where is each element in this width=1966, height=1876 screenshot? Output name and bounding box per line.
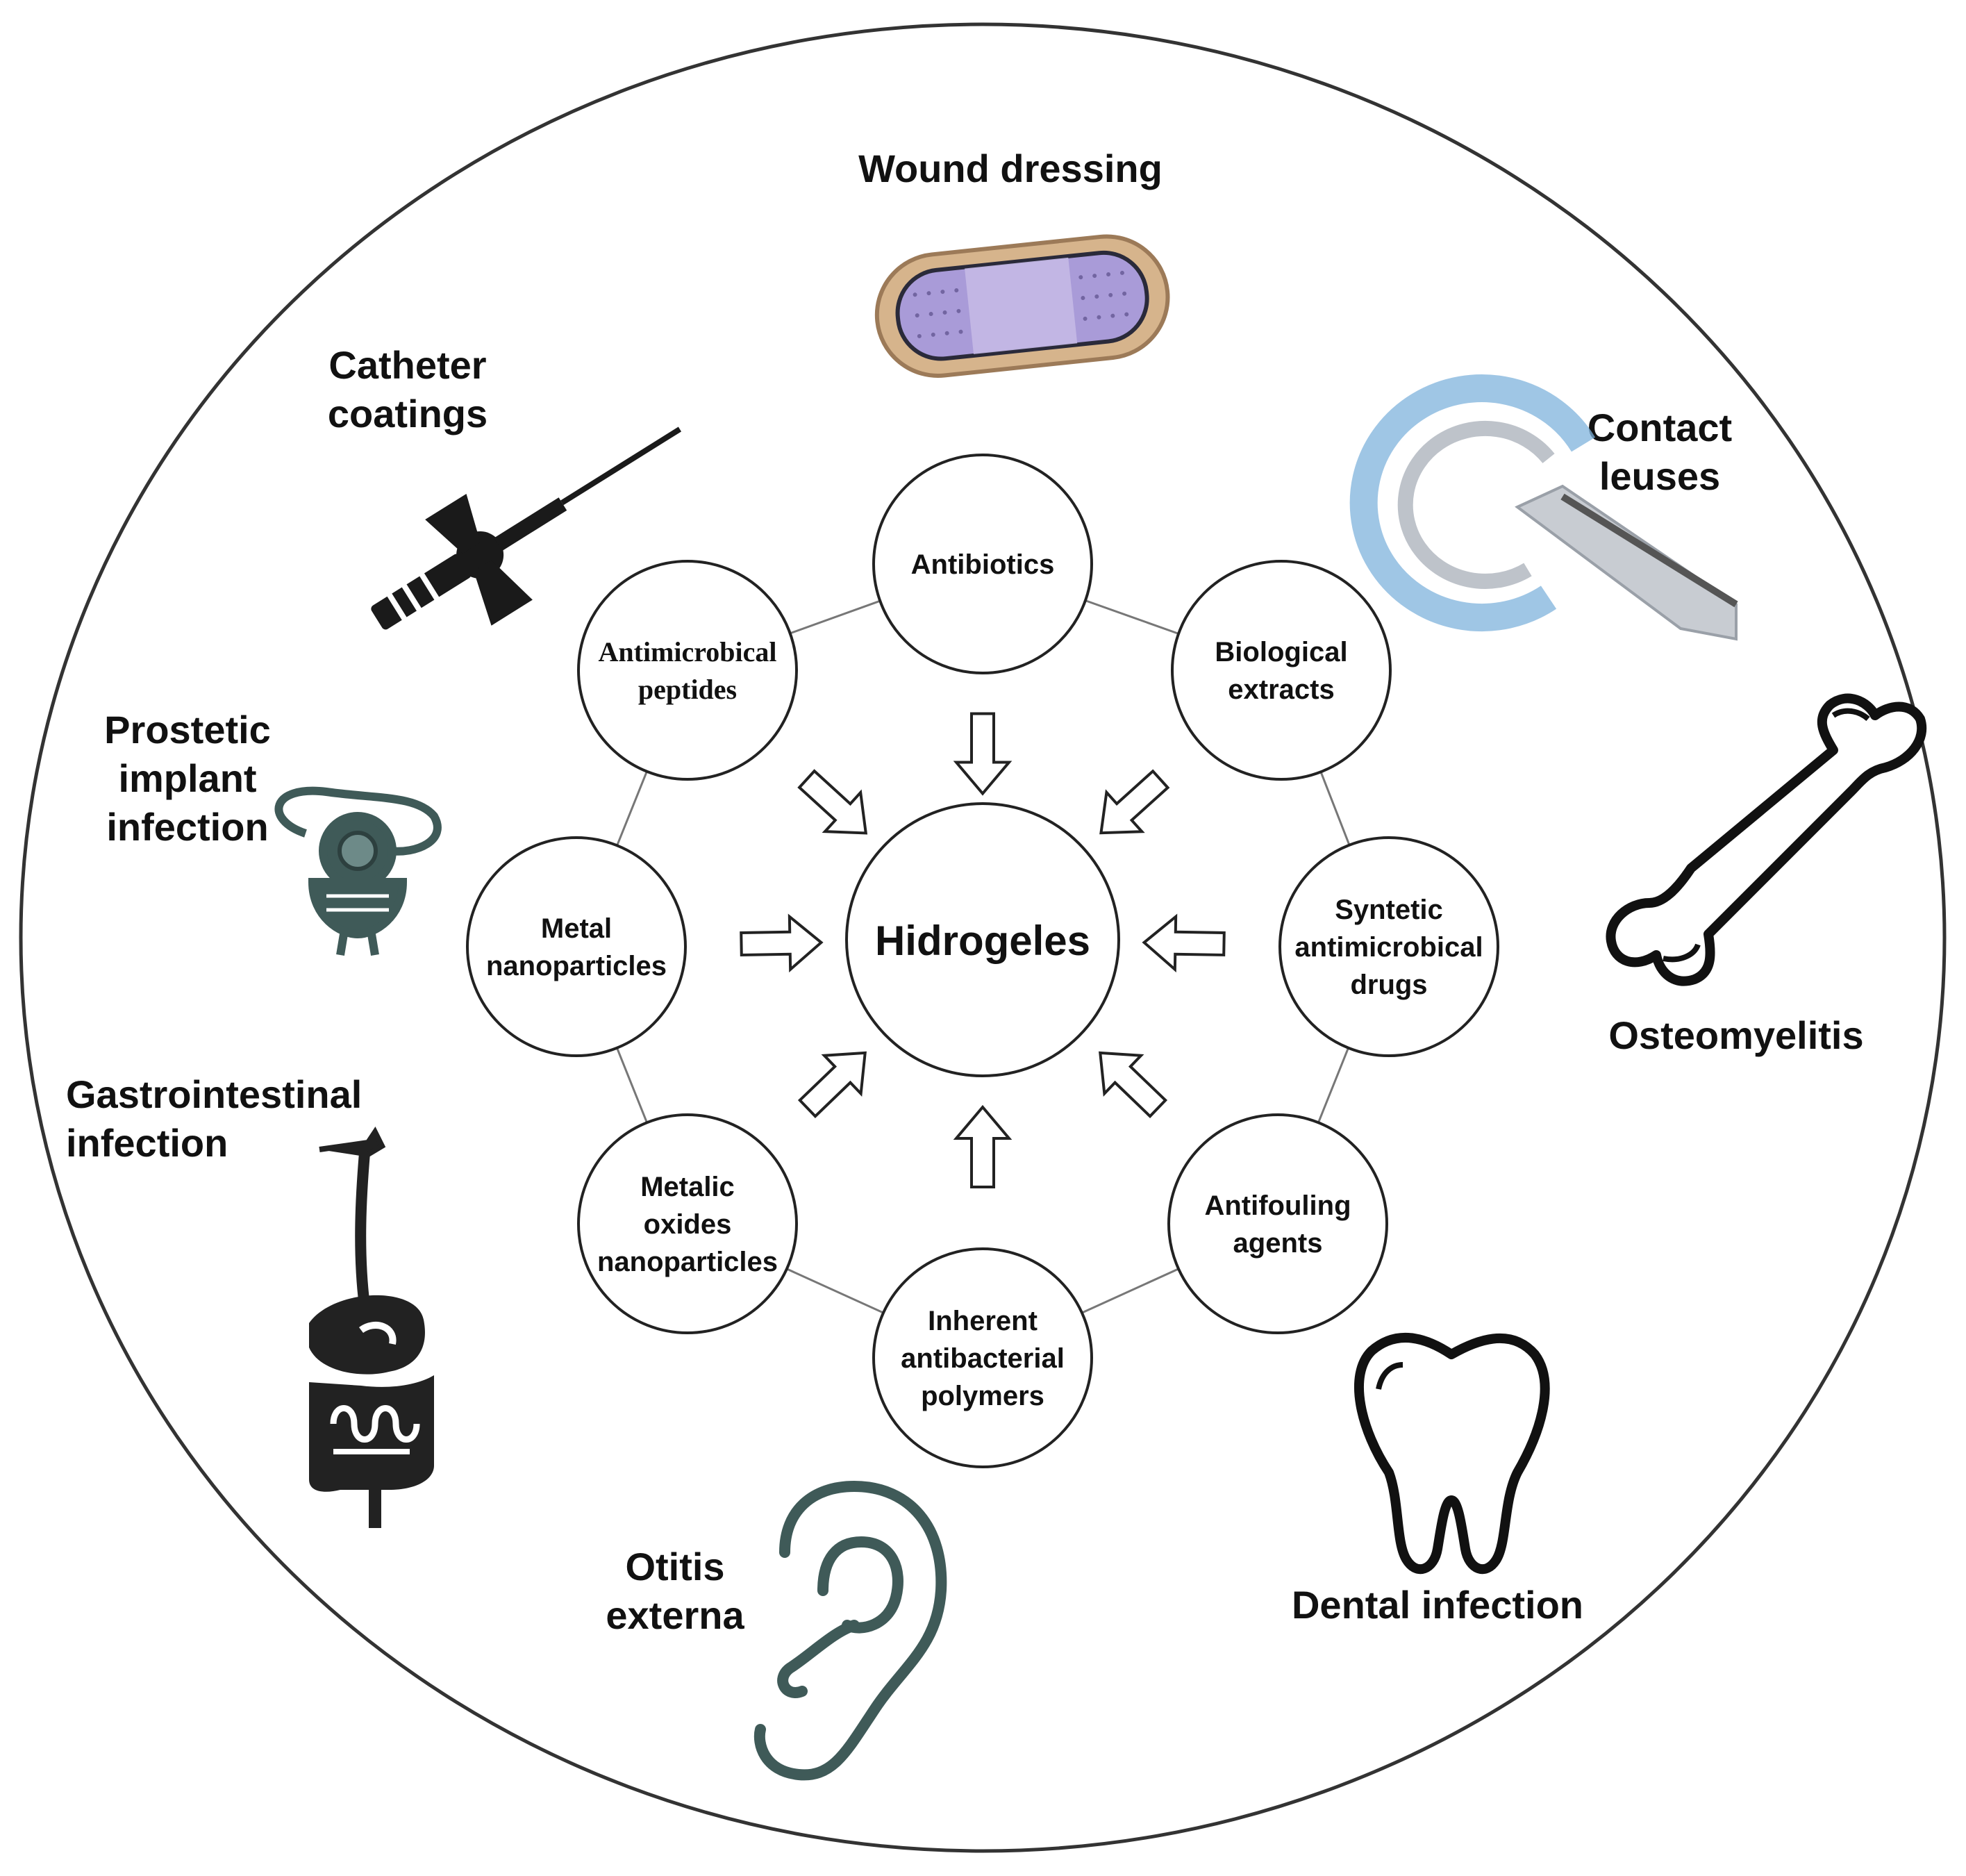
agent-node-syntetic-antimicrobical-drugs: Syntetic antimicrobical drugs: [1278, 836, 1499, 1057]
agent-label: Antimicrobical: [598, 636, 776, 667]
application-label-line: coatings: [328, 392, 488, 435]
ring-connector: [1085, 599, 1179, 635]
ring-connector-lines: [616, 599, 1351, 1314]
ring-connector: [1081, 1268, 1179, 1314]
center-label: Hidrogeles: [875, 918, 1090, 964]
application-label-otitis-externa: Otitis externa: [606, 1545, 744, 1637]
arrows-to-center: [740, 712, 1226, 1188]
agent-circle: [1278, 836, 1499, 1057]
ring-connector: [616, 1047, 648, 1123]
application-label-line: infection: [66, 1121, 228, 1165]
application-label-contact-leuses: Contact leuses: [1588, 406, 1732, 498]
application-label-line: Contact: [1588, 406, 1732, 449]
application-label-line: Wound dressing: [858, 147, 1163, 190]
agent-label: Inherent: [928, 1306, 1038, 1336]
catheter-icon: [371, 426, 682, 630]
agent-circle: [466, 836, 687, 1057]
digestive-system-icon: [309, 1127, 434, 1528]
agent-label: polymers: [921, 1381, 1044, 1411]
arrow-to-center: [797, 769, 868, 835]
application-label-line: leuses: [1599, 454, 1720, 498]
agent-circle: [577, 1113, 798, 1334]
agent-node-antifouling-agents: Antifouling agents: [1167, 1113, 1388, 1334]
agent-label: Antibiotics: [911, 549, 1055, 580]
arrow-to-center: [953, 1104, 1013, 1188]
ring-connector: [1317, 1047, 1349, 1123]
bone-icon: [1606, 693, 1927, 986]
agent-node-metal-nanoparticles: Metal nanoparticles: [466, 836, 687, 1057]
application-label-line: Otitis: [625, 1545, 724, 1588]
ring-connector: [616, 771, 648, 846]
center-node: Hidrogeles: [845, 802, 1120, 1077]
agent-label: antibacterial: [901, 1343, 1065, 1374]
agent-circle: [577, 560, 798, 781]
ring-connector: [1319, 771, 1351, 846]
agent-label: Biological: [1215, 637, 1347, 667]
application-label-osteomyelitis: Osteomyelitis: [1608, 1013, 1863, 1057]
application-label-line: implant: [118, 756, 256, 800]
contact-lens-icon: [1349, 374, 1738, 641]
ring-connector: [790, 599, 881, 635]
agent-label: Metal: [541, 913, 612, 944]
application-label-line: externa: [606, 1593, 744, 1637]
agent-circle: [1171, 560, 1392, 781]
agent-label: Antifouling: [1204, 1190, 1351, 1221]
prostate-implant-icon: [274, 786, 442, 956]
agent-node-inherent-antibacterial-polymers: Inherent antibacterial polymers: [872, 1247, 1093, 1468]
agent-node-antibiotics: Antibiotics: [872, 454, 1093, 674]
agent-label: Metalic: [640, 1172, 735, 1202]
application-label-wound-dressing: Wound dressing: [858, 147, 1163, 190]
outer-boundary-circle: [19, 22, 1947, 1853]
agent-node-biological-extracts: Biological extracts: [1171, 560, 1392, 781]
agent-circle: [872, 1247, 1093, 1468]
tooth-icon: [1354, 1332, 1550, 1575]
arrow-to-center: [953, 712, 1013, 796]
agent-node-antimicrobical-peptides: Antimicrobical peptides: [577, 560, 798, 781]
agent-label: agents: [1233, 1228, 1323, 1259]
arrow-to-center: [1099, 769, 1170, 835]
agent-label: nanoparticles: [486, 951, 667, 981]
agent-node-metalic-oxides-nanoparticles: Metalic oxides nanoparticles: [577, 1113, 798, 1334]
agent-label: antimicrobical: [1294, 932, 1483, 963]
center-circle: [845, 802, 1120, 1077]
application-label-line: Dental infection: [1292, 1583, 1583, 1627]
arrow-to-center: [1142, 913, 1226, 973]
application-label-line: Osteomyelitis: [1608, 1013, 1863, 1057]
agent-circle: [1167, 1113, 1388, 1334]
agent-label: Syntetic: [1335, 895, 1443, 925]
ring-connector: [786, 1268, 884, 1314]
application-label-line: infection: [106, 805, 268, 849]
application-label-line: Catheter: [328, 343, 486, 387]
agent-label: drugs: [1350, 970, 1427, 1000]
agent-label: nanoparticles: [597, 1247, 778, 1277]
agent-circle: [872, 454, 1093, 674]
application-label-line: Prostetic: [104, 708, 271, 752]
arrow-to-center: [1099, 1051, 1168, 1118]
agent-label: oxides: [644, 1209, 732, 1240]
agent-label: peptides: [638, 674, 737, 705]
application-label-dental-infection: Dental infection: [1292, 1583, 1583, 1627]
application-label-line: Gastrointestinal: [66, 1072, 362, 1116]
ear-icon: [753, 1480, 947, 1781]
arrow-to-center: [797, 1051, 867, 1118]
application-label-catheter-coatings: Catheter coatings: [328, 343, 488, 435]
agent-label: extracts: [1228, 674, 1334, 705]
arrow-to-center: [740, 913, 824, 973]
application-label-gastrointestinal-infection: Gastrointestinal infection: [66, 1072, 362, 1165]
bandage-icon: [874, 234, 1170, 378]
